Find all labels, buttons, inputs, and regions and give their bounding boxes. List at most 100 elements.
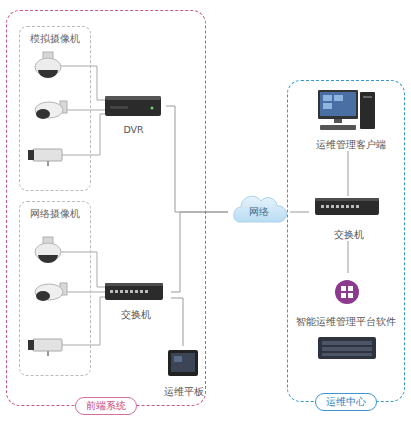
wall-dome-camera-part — [36, 291, 50, 301]
tablet-device — [168, 350, 198, 376]
switch-device-part-part — [341, 205, 344, 208]
software-icon-part — [348, 286, 353, 291]
computer-workstation-part — [320, 92, 356, 116]
network-link — [171, 212, 228, 292]
switch-device-part-part — [321, 205, 324, 208]
camera-wire-part — [61, 66, 105, 100]
box-camera — [28, 149, 62, 166]
camera-group: 网络摄像机 — [19, 201, 91, 376]
device-label: 运维平板 — [139, 386, 229, 398]
device-label: DVR — [81, 124, 186, 136]
dome-camera — [35, 237, 61, 263]
switch-device-part-part — [140, 290, 143, 293]
network-link — [348, 151, 349, 196]
switch-device-part-part — [120, 290, 123, 293]
wall-dome-camera — [35, 283, 67, 301]
network-link — [166, 106, 228, 212]
switch-device-part — [321, 205, 359, 208]
camera-group: 模拟摄像机 — [19, 26, 91, 191]
tablet-device-part — [168, 350, 198, 376]
dvr-device-part — [110, 106, 128, 109]
box-camera-part — [28, 340, 34, 350]
computer-workstation-part — [318, 90, 358, 119]
wall-dome-camera — [35, 101, 67, 119]
software-icon — [335, 280, 359, 304]
switch-device-part — [315, 198, 379, 215]
switch-device-part-part — [110, 290, 113, 293]
wall-dome-camera-part — [60, 283, 67, 295]
computer-workstation-part — [334, 95, 343, 101]
cloud-node: 网络 — [228, 196, 290, 228]
tablet-node: 运维平板 — [159, 346, 209, 398]
software-icon-part — [335, 280, 359, 304]
wall-dome-camera-part — [36, 109, 50, 119]
dome-camera-part — [43, 237, 53, 245]
switch-device-part-part — [356, 205, 359, 208]
dome-camera-part — [35, 243, 61, 261]
switch-device-part-part — [115, 290, 118, 293]
dvr-device-part — [105, 96, 161, 116]
band-title: 运维中心 — [315, 393, 377, 411]
switch-device-part-part — [135, 290, 138, 293]
box-camera-part — [33, 149, 62, 161]
group-title: 网络摄像机 — [20, 208, 90, 221]
network-link — [290, 212, 309, 213]
switch-device-part-part — [346, 205, 349, 208]
tablet-device-part — [174, 356, 182, 362]
dome-camera — [35, 52, 61, 78]
wall-dome-camera-part — [60, 101, 67, 113]
box-camera — [28, 339, 62, 356]
camera-wire-part — [64, 110, 105, 111]
camera-wire-part — [62, 114, 105, 155]
device-label: 运维管理客户端 — [281, 139, 411, 151]
box-camera-part — [47, 351, 49, 356]
dome-camera-part — [38, 255, 58, 263]
dvr-device-part — [105, 96, 161, 100]
switch-node: 交换机 — [309, 196, 389, 241]
server-device-part — [322, 353, 372, 356]
switch-device-part — [105, 283, 163, 286]
computer-workstation — [318, 90, 375, 130]
box-camera-part — [33, 339, 62, 351]
computer-workstation-part — [320, 125, 356, 130]
device-label: 智能运维管理平台软件 — [266, 316, 411, 328]
switch-node: 交换机 — [101, 279, 171, 321]
wall-dome-camera-part — [35, 102, 63, 118]
computer-workstation-part — [334, 119, 342, 123]
box-camera-part — [47, 161, 49, 166]
server-device — [318, 337, 376, 359]
switch-device-part-part — [351, 205, 354, 208]
wall-dome-camera-part — [35, 284, 63, 300]
network-link — [348, 241, 349, 273]
camera-wire-part — [61, 252, 105, 287]
switch-device — [315, 198, 379, 215]
cloud-label: 网络 — [228, 196, 290, 228]
dome-camera-part — [38, 70, 58, 78]
software-icon-part — [341, 286, 346, 291]
server-device-part — [322, 341, 372, 345]
computer-workstation-part — [360, 92, 375, 129]
dvr-node: DVR — [101, 91, 166, 136]
camera-wire-part — [64, 292, 105, 293]
dome-camera-part — [43, 52, 53, 60]
switch-device-part-part — [130, 290, 133, 293]
system-band: 前端系统模拟摄像机网络摄像机DVR交换机运维平板 — [6, 10, 206, 406]
switch-device-part — [105, 283, 163, 300]
dvr-device-part — [151, 107, 154, 110]
software-icon-part — [341, 293, 346, 298]
center-band: 运维中心运维管理客户端交换机智能运维管理平台软件 — [287, 80, 405, 402]
dvr-device — [105, 96, 161, 116]
camera-wire-part — [62, 297, 105, 345]
switch-device-part — [110, 290, 148, 293]
tablet-device-part — [171, 353, 195, 372]
software-icon-part — [348, 293, 353, 298]
switch-device-part-part — [331, 205, 334, 208]
server-device-part — [318, 337, 376, 359]
client-node: 运维管理客户端 — [301, 86, 401, 151]
group-title: 模拟摄像机 — [20, 33, 90, 46]
switch-device-part-part — [125, 290, 128, 293]
computer-workstation-part — [323, 95, 332, 101]
camera-wire — [61, 66, 105, 345]
server-device-part — [322, 347, 372, 351]
